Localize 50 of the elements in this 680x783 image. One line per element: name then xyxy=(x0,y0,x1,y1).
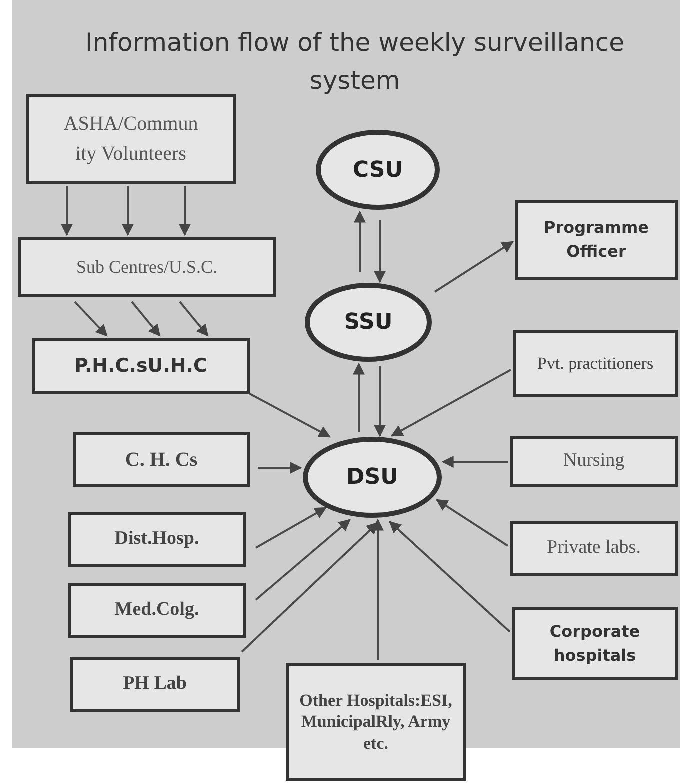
arrow xyxy=(354,210,366,272)
arrow xyxy=(61,186,73,236)
node-label: PH Lab xyxy=(123,672,187,696)
process-box xyxy=(513,330,678,397)
node-label: Private labs. xyxy=(547,536,641,560)
process-box xyxy=(70,657,240,712)
node-label: Other Hospitals:ESI, MunicipalRly, Army etc. xyxy=(298,690,454,754)
process-box xyxy=(510,436,678,487)
node-label: CSU xyxy=(352,156,404,184)
node-label: P.H.C.sU.H.C xyxy=(74,354,208,379)
process-box xyxy=(68,512,246,567)
node-label: C. H. Cs xyxy=(125,448,198,472)
arrow xyxy=(122,186,134,236)
node-label: SSU xyxy=(344,309,393,337)
node-label: DSU xyxy=(346,464,398,492)
arrow xyxy=(250,393,332,438)
arrow xyxy=(131,301,161,337)
arrow xyxy=(258,462,302,474)
process-box xyxy=(68,583,246,638)
process-box xyxy=(32,338,250,394)
node-label: ASHA/Commun ity Volunteers xyxy=(62,112,200,167)
node-label: Med.Colg. xyxy=(114,598,200,622)
arrow xyxy=(436,499,509,547)
node-label: Nursing xyxy=(563,449,625,474)
arrow xyxy=(390,369,512,437)
node-label: Sub Centres/U.S.C. xyxy=(76,256,218,278)
process-box xyxy=(18,237,276,297)
arrow xyxy=(389,521,511,633)
arrow xyxy=(74,301,108,337)
process-box xyxy=(515,200,678,280)
node-label: Corporate hospitals xyxy=(548,620,642,666)
arrow xyxy=(241,522,379,653)
arrow xyxy=(434,241,514,293)
arrow xyxy=(179,186,191,236)
node-label: Dist.Hosp. xyxy=(114,527,200,552)
node-label: Pvt. practitioners xyxy=(537,352,654,375)
process-box xyxy=(73,432,250,487)
node-label: Programme Officer xyxy=(543,217,650,263)
arrow xyxy=(374,220,386,284)
arrow xyxy=(353,362,365,432)
process-box xyxy=(512,607,678,680)
arrow xyxy=(374,366,386,438)
process-box xyxy=(286,663,466,781)
arrow xyxy=(442,456,508,468)
arrow xyxy=(179,301,209,337)
process-box xyxy=(510,521,678,576)
process-box xyxy=(26,94,236,184)
arrow xyxy=(255,519,351,601)
arrow xyxy=(256,507,328,549)
diagram-title: Information flow of the weekly surveillance system xyxy=(84,27,626,97)
